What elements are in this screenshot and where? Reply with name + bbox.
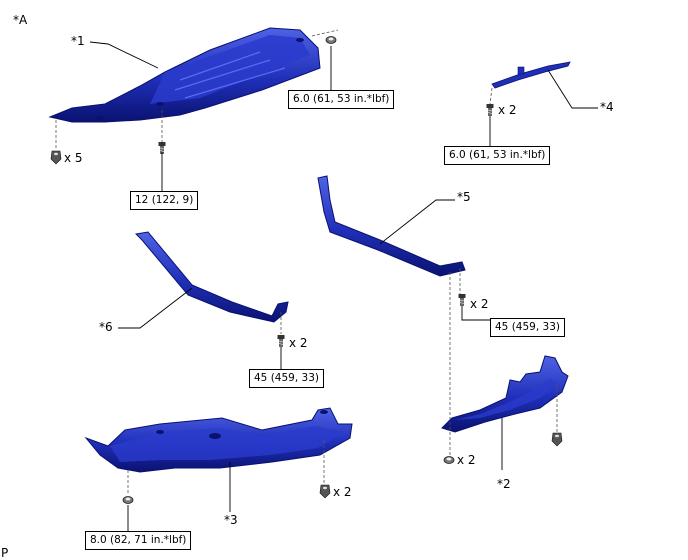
nut-icon bbox=[325, 36, 337, 44]
nut-icon bbox=[443, 456, 455, 464]
nut-icon bbox=[122, 496, 134, 504]
part-3-lower-cover bbox=[84, 407, 353, 473]
bolt-icon bbox=[277, 334, 285, 348]
leader-lines bbox=[89, 41, 598, 532]
part-4-clip-strip bbox=[491, 61, 571, 89]
dashed-fastener-lines bbox=[55, 29, 558, 495]
part-1-under-cover bbox=[48, 27, 321, 123]
clip-icon bbox=[50, 150, 62, 165]
part-2-small-cover bbox=[441, 355, 569, 433]
part-6-bracket bbox=[134, 231, 289, 323]
clip-icon bbox=[319, 484, 331, 499]
clip-icon bbox=[551, 432, 563, 447]
bolt-icon bbox=[486, 103, 494, 117]
part-5-bracket bbox=[317, 175, 466, 277]
bolt-icon bbox=[458, 293, 466, 307]
